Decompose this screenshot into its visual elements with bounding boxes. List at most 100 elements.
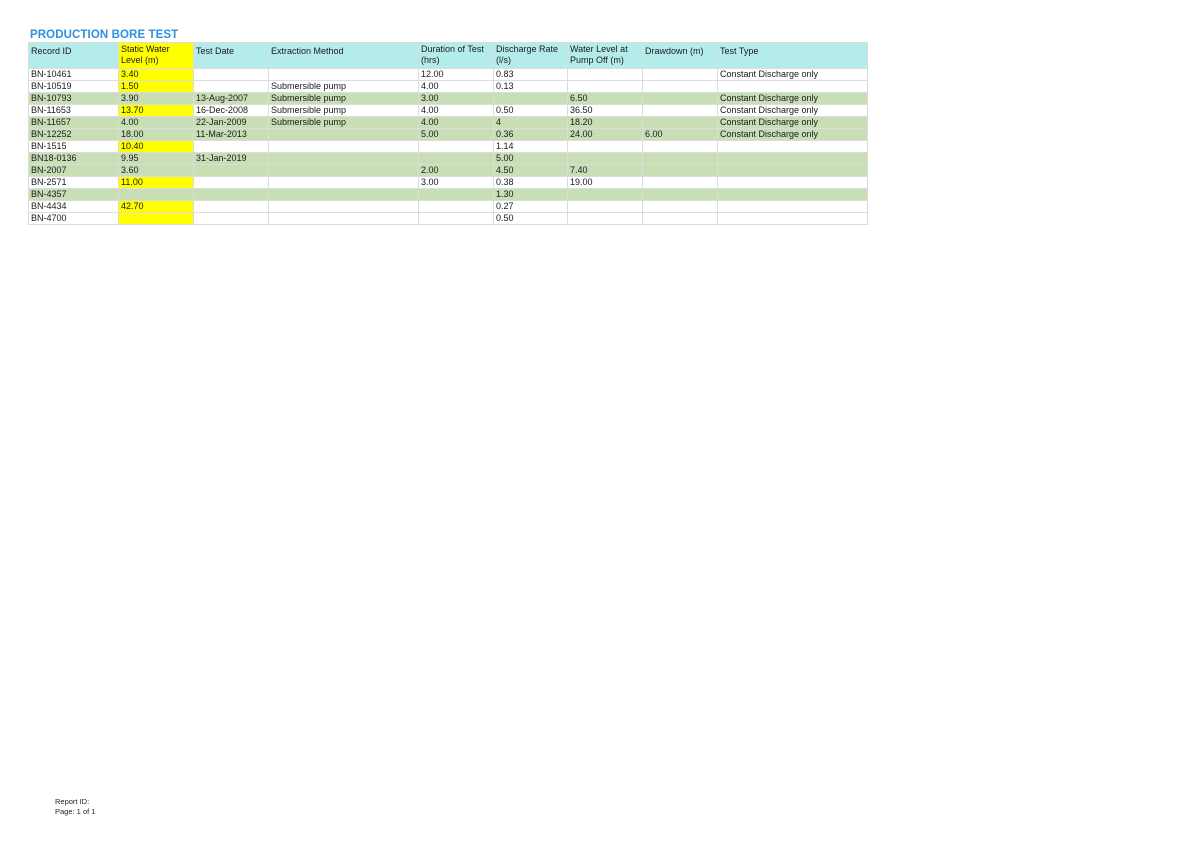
cell-duration bbox=[418, 212, 494, 225]
cell-test-type: Constant Discharge only bbox=[717, 128, 868, 141]
cell-extraction-method: Submersible pump bbox=[268, 92, 419, 105]
cell-test-type: Constant Discharge only bbox=[717, 116, 868, 129]
cell-test-type bbox=[717, 212, 868, 225]
cell-static-water-level: 4.00 bbox=[118, 116, 194, 129]
cell-record-id: BN-2007 bbox=[28, 164, 119, 177]
cell-test-type bbox=[717, 200, 868, 213]
header-drawdown: Drawdown (m) bbox=[642, 42, 718, 69]
cell-water-level-pump-off: 6.50 bbox=[567, 92, 643, 105]
header-static-water-level: Static Water Level (m) bbox=[118, 42, 194, 69]
cell-test-date: 22-Jan-2009 bbox=[193, 116, 269, 129]
cell-drawdown bbox=[642, 140, 718, 153]
cell-duration: 4.00 bbox=[418, 116, 494, 129]
header-test-date: Test Date bbox=[193, 42, 269, 69]
cell-drawdown bbox=[642, 176, 718, 189]
cell-test-date bbox=[193, 80, 269, 93]
cell-drawdown: 6.00 bbox=[642, 128, 718, 141]
cell-drawdown bbox=[642, 188, 718, 201]
cell-discharge-rate: 0.38 bbox=[493, 176, 568, 189]
cell-duration: 12.00 bbox=[418, 68, 494, 81]
cell-discharge-rate: 0.13 bbox=[493, 80, 568, 93]
cell-test-type: Constant Discharge only bbox=[717, 92, 868, 105]
cell-record-id: BN-10793 bbox=[28, 92, 119, 105]
cell-record-id: BN-1515 bbox=[28, 140, 119, 153]
cell-duration bbox=[418, 188, 494, 201]
cell-test-date bbox=[193, 176, 269, 189]
cell-duration: 5.00 bbox=[418, 128, 494, 141]
cell-drawdown bbox=[642, 92, 718, 105]
cell-static-water-level: 3.40 bbox=[118, 68, 194, 81]
cell-water-level-pump-off bbox=[567, 68, 643, 81]
cell-discharge-rate: 0.83 bbox=[493, 68, 568, 81]
cell-record-id: BN-4357 bbox=[28, 188, 119, 201]
cell-static-water-level bbox=[118, 188, 194, 201]
cell-drawdown bbox=[642, 164, 718, 177]
cell-duration bbox=[418, 152, 494, 165]
cell-test-date: 31-Jan-2019 bbox=[193, 152, 269, 165]
report-footer: Report ID: Page: 1 of 1 bbox=[55, 797, 95, 817]
cell-drawdown bbox=[642, 116, 718, 129]
cell-test-date bbox=[193, 164, 269, 177]
cell-extraction-method: Submersible pump bbox=[268, 80, 419, 93]
cell-discharge-rate: 4.50 bbox=[493, 164, 568, 177]
cell-water-level-pump-off: 19.00 bbox=[567, 176, 643, 189]
cell-static-water-level: 42.70 bbox=[118, 200, 194, 213]
header-test-type: Test Type bbox=[717, 42, 868, 69]
cell-record-id: BN-10461 bbox=[28, 68, 119, 81]
cell-static-water-level: 11.00 bbox=[118, 176, 194, 189]
cell-extraction-method bbox=[268, 188, 419, 201]
cell-record-id: BN-12252 bbox=[28, 128, 119, 141]
cell-extraction-method bbox=[268, 152, 419, 165]
cell-water-level-pump-off bbox=[567, 80, 643, 93]
cell-test-type bbox=[717, 188, 868, 201]
cell-duration: 3.00 bbox=[418, 176, 494, 189]
cell-drawdown bbox=[642, 200, 718, 213]
cell-static-water-level: 1.50 bbox=[118, 80, 194, 93]
cell-record-id: BN18-0136 bbox=[28, 152, 119, 165]
cell-discharge-rate: 0.50 bbox=[493, 104, 568, 117]
footer-report-id: Report ID: bbox=[55, 797, 90, 806]
cell-discharge-rate: 0.27 bbox=[493, 200, 568, 213]
cell-discharge-rate: 4 bbox=[493, 116, 568, 129]
cell-discharge-rate: 0.36 bbox=[493, 128, 568, 141]
cell-water-level-pump-off bbox=[567, 200, 643, 213]
header-extraction-method: Extraction Method bbox=[268, 42, 419, 69]
cell-extraction-method: Submersible pump bbox=[268, 104, 419, 117]
cell-test-type bbox=[717, 176, 868, 189]
cell-test-type bbox=[717, 80, 868, 93]
cell-extraction-method bbox=[268, 176, 419, 189]
report-title: PRODUCTION BORE TEST bbox=[30, 29, 179, 41]
cell-drawdown bbox=[642, 68, 718, 81]
cell-test-date: 16-Dec-2008 bbox=[193, 104, 269, 117]
cell-test-type bbox=[717, 152, 868, 165]
cell-record-id: BN-4700 bbox=[28, 212, 119, 225]
cell-duration: 4.00 bbox=[418, 80, 494, 93]
cell-water-level-pump-off: 7.40 bbox=[567, 164, 643, 177]
cell-record-id: BN-11657 bbox=[28, 116, 119, 129]
table-header-row: Record ID Static Water Level (m) Test Da… bbox=[28, 42, 868, 69]
cell-test-date bbox=[193, 200, 269, 213]
cell-test-type: Constant Discharge only bbox=[717, 104, 868, 117]
cell-static-water-level: 10.40 bbox=[118, 140, 194, 153]
cell-duration bbox=[418, 200, 494, 213]
cell-static-water-level: 3.60 bbox=[118, 164, 194, 177]
cell-test-date bbox=[193, 140, 269, 153]
cell-discharge-rate: 1.30 bbox=[493, 188, 568, 201]
cell-test-date bbox=[193, 188, 269, 201]
cell-water-level-pump-off: 36.50 bbox=[567, 104, 643, 117]
cell-static-water-level: 18.00 bbox=[118, 128, 194, 141]
cell-static-water-level: 9.95 bbox=[118, 152, 194, 165]
cell-drawdown bbox=[642, 80, 718, 93]
header-duration: Duration of Test (hrs) bbox=[418, 42, 494, 69]
table-row: BN-4357 1.30 bbox=[28, 188, 868, 201]
